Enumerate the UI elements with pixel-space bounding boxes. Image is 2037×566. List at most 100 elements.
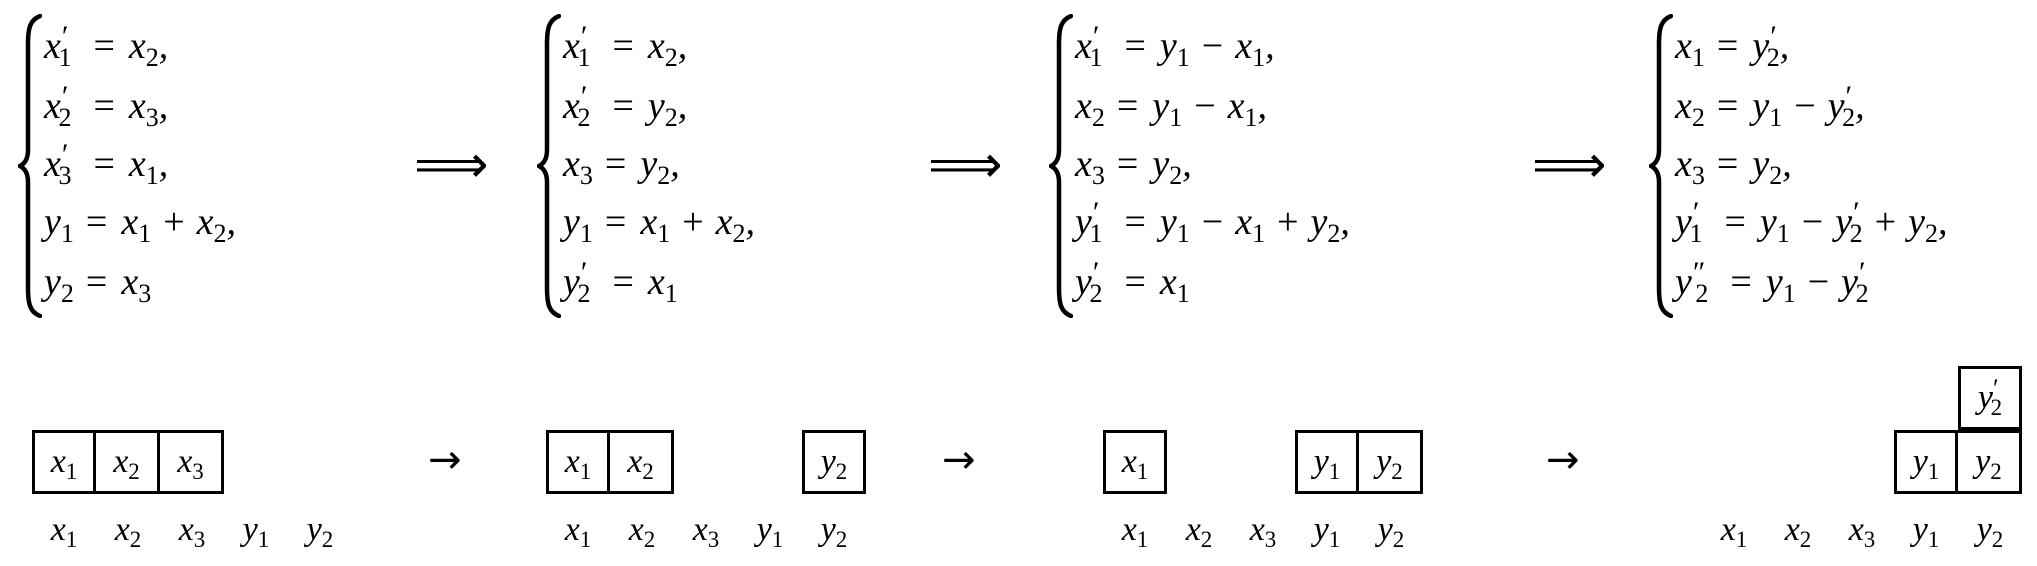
cell-value: x1 bbox=[564, 443, 592, 484]
equals-sign: = bbox=[1730, 261, 1752, 303]
left-brace-icon bbox=[537, 14, 561, 318]
register-label: y2 bbox=[1976, 511, 2004, 552]
equals-sign: = bbox=[93, 25, 115, 67]
subscript: 1 bbox=[65, 527, 78, 552]
register-label: y1 bbox=[1313, 511, 1341, 552]
register-label: y2 bbox=[306, 511, 334, 552]
right-arrow-icon: → bbox=[1546, 437, 1580, 483]
equals-sign: = bbox=[1716, 143, 1739, 185]
register-label: y1 bbox=[1912, 511, 1940, 552]
subscript: 2 bbox=[1200, 527, 1213, 552]
equation-lhs: y1 bbox=[44, 201, 74, 248]
left-brace-icon bbox=[1049, 14, 1073, 318]
equation: x′1 = y1−x1, bbox=[1075, 20, 1275, 72]
subscript: 1 bbox=[1136, 527, 1149, 552]
equals-sign: = bbox=[1716, 85, 1739, 127]
register-label: x1 bbox=[1720, 511, 1748, 552]
subscript: 1 bbox=[257, 527, 270, 552]
equals-sign: = bbox=[1124, 261, 1146, 303]
subscript: 2 bbox=[835, 527, 848, 552]
register-label: y1 bbox=[756, 511, 784, 552]
equation-rhs: y1−y′2, bbox=[1752, 80, 1865, 132]
subscript: 2 bbox=[58, 103, 72, 132]
equation: x′3=x1, bbox=[44, 138, 168, 190]
subscript: 2 bbox=[1799, 527, 1812, 552]
equation-rhs: x1+x2, bbox=[121, 201, 236, 248]
equation: x2=y1−x1, bbox=[1075, 84, 1267, 132]
equals-sign: = bbox=[85, 201, 108, 243]
equation: x2 = y1−y′2, bbox=[1675, 80, 1865, 132]
register-cell: y2 bbox=[1359, 430, 1423, 494]
equation: y′1=y1−y′2+y2, bbox=[1675, 198, 1947, 247]
equation-lhs: y″2 bbox=[1675, 256, 1709, 308]
subscript: 2 bbox=[1392, 527, 1405, 552]
equation: y1 = x1+x2, bbox=[44, 200, 236, 248]
cell-value: x1 bbox=[50, 443, 78, 484]
equals-sign: = bbox=[93, 143, 115, 185]
subscript: 3 bbox=[1691, 161, 1705, 190]
subscript: 1 bbox=[1136, 459, 1149, 484]
subscript: 1 bbox=[1328, 459, 1341, 484]
subscript: 3 bbox=[1863, 527, 1876, 552]
equation-lhs: x′3 bbox=[44, 138, 72, 190]
subscript: 2 bbox=[1091, 103, 1105, 132]
equation: y′2=x1 bbox=[563, 258, 678, 307]
equation-rhs: x1 bbox=[1159, 261, 1190, 308]
equation: x3=y2, bbox=[1675, 142, 1792, 190]
subscript: 1 bbox=[1735, 527, 1748, 552]
implies-arrow-icon: ⟹ bbox=[414, 135, 489, 195]
equation-lhs: x′2 bbox=[44, 80, 72, 132]
subscript: 2 bbox=[128, 459, 140, 484]
equation-rhs: y2, bbox=[640, 143, 680, 190]
prime-mark: ′ bbox=[61, 20, 69, 53]
equation-lhs: x2 bbox=[1675, 85, 1705, 132]
equation-lhs: x′2 bbox=[563, 80, 591, 132]
equation-rhs: y1−x1+y2, bbox=[1159, 201, 1350, 248]
equals-sign: = bbox=[1124, 25, 1146, 67]
subscript: 2 bbox=[1695, 279, 1709, 308]
subscript: 1 bbox=[579, 459, 592, 484]
cell-value: y1 bbox=[1313, 443, 1341, 484]
subscript: 1 bbox=[1927, 527, 1940, 552]
equation-lhs: x1 bbox=[1675, 25, 1705, 72]
equation-lhs: x′1 bbox=[1075, 20, 1103, 72]
cell-value: y2 bbox=[820, 443, 848, 484]
register-cell: y2 bbox=[1958, 430, 2022, 494]
subscript: 1 bbox=[579, 527, 592, 552]
equation: x1=y′2, bbox=[1675, 22, 1789, 72]
equation-lhs: x3 bbox=[1675, 143, 1705, 190]
equation-lhs: y2 bbox=[44, 261, 74, 308]
equation-lhs: x3 bbox=[1075, 143, 1105, 190]
implies-arrow-icon: ⟹ bbox=[1532, 135, 1607, 195]
subscript: 1 bbox=[1089, 219, 1103, 248]
subscript: 2 bbox=[577, 103, 591, 132]
implies-arrow-icon: ⟹ bbox=[928, 135, 1003, 195]
equals-sign: = bbox=[1716, 25, 1739, 67]
register-cell: y1 bbox=[1894, 430, 1958, 494]
equation: y1=x1+x2, bbox=[563, 200, 755, 247]
prime-mark: ′ bbox=[1092, 256, 1100, 289]
equation-rhs: x2, bbox=[647, 25, 688, 72]
equation-rhs: x2, bbox=[128, 25, 169, 72]
register-label: x3 bbox=[1249, 511, 1277, 552]
subscript: 2 bbox=[1391, 459, 1403, 484]
prime-mark: ′ bbox=[1092, 20, 1100, 53]
cell-value: y2 bbox=[1376, 443, 1403, 484]
equation-rhs: y2, bbox=[1152, 143, 1192, 190]
equation-rhs: y1−y′2 bbox=[1765, 256, 1869, 308]
equation: x′2=x3, bbox=[44, 80, 168, 132]
subscript: 2 bbox=[1990, 459, 2002, 484]
equation-lhs: x2 bbox=[1075, 85, 1105, 132]
equation-rhs: y1−x1, bbox=[1159, 25, 1275, 72]
equals-sign: = bbox=[1116, 85, 1139, 127]
subscript: 2 bbox=[321, 527, 334, 552]
subscript: 2 bbox=[60, 279, 74, 308]
register-cell: x1 bbox=[32, 430, 96, 494]
equation: y″2 = y1−y′2 bbox=[1675, 256, 1869, 308]
equals-sign: = bbox=[612, 261, 634, 303]
left-brace-icon bbox=[18, 14, 42, 318]
equation-lhs: x3 bbox=[563, 143, 593, 190]
equals-sign: = bbox=[1124, 201, 1146, 243]
subscript: 3 bbox=[1091, 161, 1105, 190]
